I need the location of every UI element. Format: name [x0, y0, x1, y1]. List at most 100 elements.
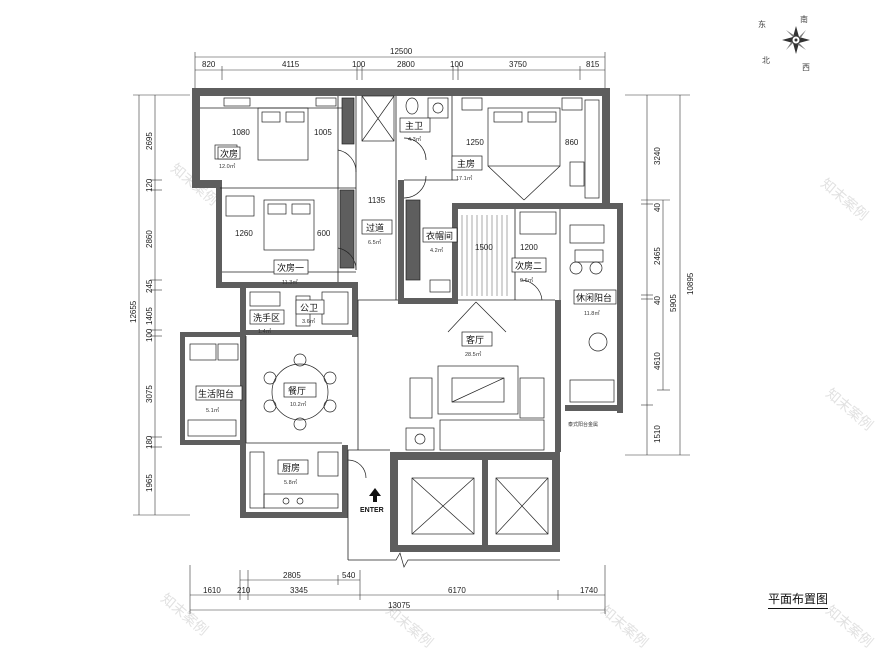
dim-label: 40: [653, 203, 662, 212]
dim-label: 12655: [129, 300, 138, 323]
dim-label: 1500: [475, 243, 493, 252]
dim-label: 3240: [653, 147, 662, 165]
watermark-text: 知末案例: [817, 175, 871, 224]
dim-label: 1405: [145, 307, 154, 325]
nightstand: [315, 97, 337, 107]
dim-label: 13075: [388, 601, 411, 610]
bottom-dimension-lines: [189, 565, 606, 614]
pillow: [285, 111, 305, 123]
dryer: [217, 343, 239, 361]
dim-label: 3345: [290, 586, 308, 595]
table-leisure: [569, 224, 605, 244]
dim-label: 210: [237, 586, 251, 595]
round-chair: [588, 332, 608, 352]
dim-label: 100: [145, 328, 154, 342]
dim-label: 1510: [653, 425, 662, 443]
interior-lines: [200, 96, 561, 560]
chair: [323, 371, 337, 385]
elevator-2: [495, 477, 549, 535]
bed-bedroom-1: [263, 199, 315, 251]
dim-label: 100: [450, 60, 464, 69]
dim-label: 2805: [283, 571, 301, 580]
watermark-text: 知末案例: [822, 602, 876, 651]
room-area: 5.8㎡: [284, 478, 298, 486]
walls: [180, 88, 623, 552]
sofa: [439, 419, 545, 451]
dim-label: 2860: [145, 230, 154, 248]
pillow: [261, 111, 281, 123]
room-area: 10.2㎡: [290, 400, 307, 408]
wardrobe: [341, 97, 355, 145]
dim-label: 2800: [397, 60, 415, 69]
chair: [263, 399, 277, 413]
dining-table: [271, 363, 329, 421]
room-name: 衣帽间: [426, 230, 453, 242]
bed-master: [487, 107, 561, 167]
fridge: [317, 451, 339, 477]
room-area: 9.6㎡: [520, 276, 534, 284]
dim-label: 1250: [466, 138, 484, 147]
nightstand: [461, 97, 483, 111]
room-name: 洗手区: [253, 312, 280, 324]
counter: [263, 493, 339, 509]
dim-label: 860: [565, 138, 579, 147]
right-dimension-labels: 3240 40 2465 40 4610 1510 5905 10895: [653, 147, 695, 443]
armchair: [519, 377, 545, 419]
room-area: 11.8㎡: [584, 309, 600, 317]
chair: [293, 417, 307, 431]
dim-label: 820: [202, 60, 216, 69]
dim-label: 1200: [520, 243, 538, 252]
room-name: 餐厅: [288, 385, 306, 397]
coffee-table-living: [437, 365, 519, 415]
chair: [323, 399, 337, 413]
left-dimension-labels: 2695 120 2860 245 1405 100 3075 180 1965…: [129, 132, 154, 492]
room-name: 主房: [457, 158, 475, 170]
room-area: 17.1㎡: [456, 174, 473, 182]
furniture: [187, 95, 615, 568]
room-name: 客厅: [466, 334, 484, 346]
top-dimension-labels: 12500 820 4115 100 2800 100 3750 815: [202, 47, 600, 69]
room-name: 过道: [366, 222, 384, 234]
room-name: 次房: [220, 148, 238, 160]
left-dimension-lines: [133, 94, 190, 516]
room-name: 公卫: [300, 303, 318, 314]
washer: [189, 343, 217, 361]
watermarks: 知末案例 知末案例 知末案例 知末案例 知末案例 知末案例 知末案例: [157, 160, 876, 651]
compass-rose: 东 南 北 西: [758, 14, 810, 72]
room-name: 次房二: [515, 260, 542, 272]
chair: [293, 353, 307, 367]
lounge: [569, 379, 615, 403]
room-area: 5.1㎡: [206, 406, 220, 414]
dim-label: 3075: [145, 385, 154, 403]
dim-label: 180: [145, 435, 154, 449]
shower-public: [321, 291, 349, 325]
doors: [337, 137, 543, 479]
room-area: 4.2㎡: [430, 246, 444, 254]
stool: [589, 261, 603, 275]
toilet: [405, 97, 419, 115]
room-name: 厨房: [282, 462, 300, 474]
vanity: [249, 291, 281, 307]
dim-label: 4115: [282, 60, 300, 69]
shower-area: [361, 95, 395, 142]
room-name: 生活阳台: [198, 388, 234, 400]
dim-label: 4610: [653, 352, 662, 370]
dim-label: 2695: [145, 132, 154, 150]
compass-label: 北: [762, 56, 770, 65]
dim-label: 540: [342, 571, 356, 580]
dim-label: 120: [145, 178, 154, 192]
nightstand: [561, 97, 583, 111]
dim-label: 1080: [232, 128, 250, 137]
dim-label: 815: [586, 60, 600, 69]
room-name: 次房一: [277, 262, 304, 274]
room-labels: 次房 12.0㎡ 主卫 4.3㎡ 主房 17.1㎡ 过道 6.5㎡ 次房一 11…: [195, 117, 617, 486]
dim-label: 5905: [669, 294, 678, 312]
entry-marker: ENTER: [360, 488, 384, 514]
dim-label: 600: [317, 229, 331, 238]
room-name: 休闲阳台: [576, 292, 612, 304]
compass-label: 西: [802, 63, 810, 72]
entry-label: ENTER: [360, 507, 384, 514]
wardrobe-master: [584, 99, 600, 199]
room-dimension-labels: 1080 1005 1250 860 1135 1260 600 1500 12…: [232, 128, 579, 252]
dim-label: 1965: [145, 474, 154, 492]
